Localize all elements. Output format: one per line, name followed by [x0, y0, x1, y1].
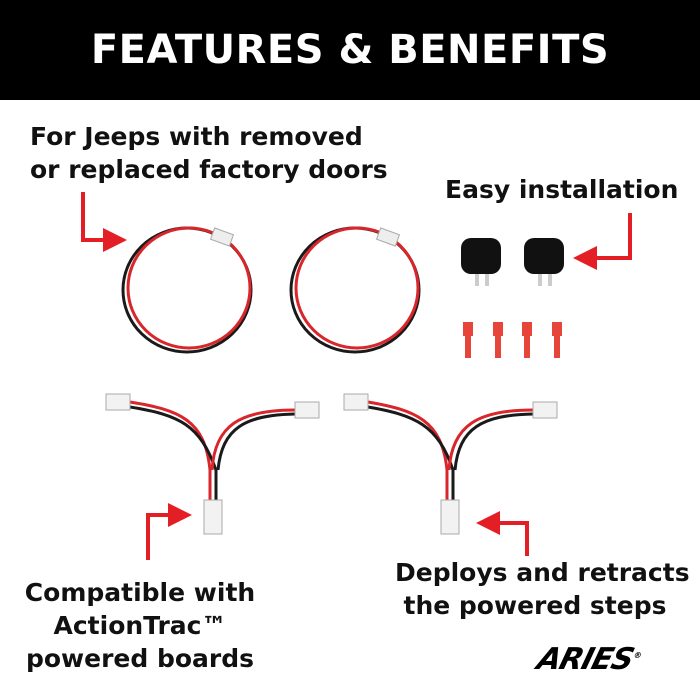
- aries-logo: ARIES®: [533, 642, 642, 677]
- wire-coil-right: [289, 226, 421, 354]
- y-harness-left: [105, 393, 320, 535]
- arrow-icon: [81, 192, 632, 560]
- caption-line: the powered steps: [403, 591, 667, 620]
- caption-line: or replaced factory doors: [30, 155, 388, 184]
- caption-line: Deploys and retracts: [395, 558, 690, 587]
- crimp-connector-icon: [463, 322, 562, 358]
- wire-coil-left: [121, 226, 253, 354]
- y-harness-right: [343, 393, 558, 535]
- page-title: FEATURES & BENEFITS: [90, 27, 610, 73]
- caption-line: Easy installation: [445, 175, 679, 204]
- caption-line: ActionTrac™: [53, 611, 227, 640]
- caption-deploys: Deploys and retracts the powered steps: [395, 556, 690, 622]
- header-banner: FEATURES & BENEFITS: [0, 0, 700, 100]
- rocker-switch-icon: [524, 238, 564, 286]
- rocker-switch-icon: [461, 238, 501, 286]
- logo-text: ARIES: [533, 642, 638, 677]
- caption-line: powered boards: [25, 644, 255, 673]
- caption-install: Easy installation: [445, 173, 679, 206]
- caption-doors: For Jeeps with removed or replaced facto…: [30, 120, 388, 186]
- caption-compatible: Compatible with ActionTrac™ powered boar…: [20, 576, 260, 675]
- caption-line: For Jeeps with removed: [30, 122, 363, 151]
- caption-line: Compatible with: [24, 578, 256, 607]
